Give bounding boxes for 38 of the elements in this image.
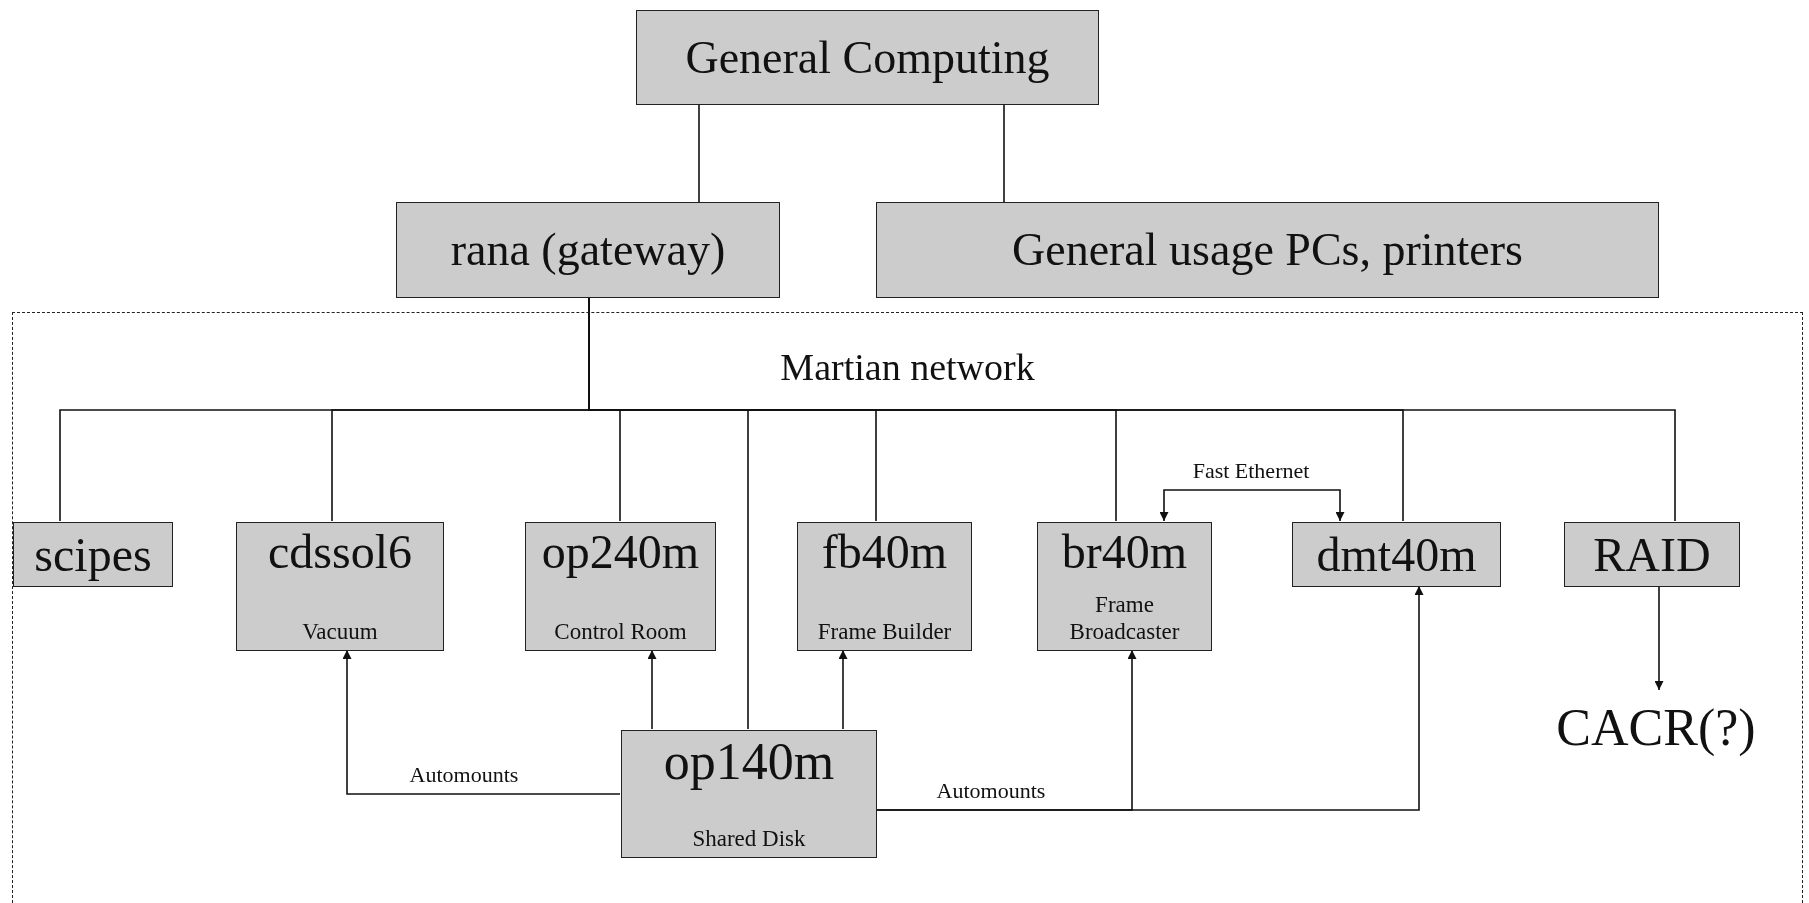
host-box xyxy=(876,202,1659,298)
host-name: General usage PCs, printers xyxy=(1012,223,1523,278)
host-role: Frame Broadcaster xyxy=(1068,590,1181,646)
arrow xyxy=(875,585,1424,811)
host-name: op240m xyxy=(541,524,700,580)
host-box xyxy=(236,522,444,651)
host-name: op140m xyxy=(663,732,835,792)
host-box xyxy=(1564,522,1740,587)
arrow xyxy=(647,649,657,730)
network-region xyxy=(12,312,1803,903)
connector-line xyxy=(1003,104,1005,203)
host-box xyxy=(13,522,173,587)
host-box xyxy=(797,522,972,651)
arrow xyxy=(1654,585,1664,691)
host-role: Frame Builder xyxy=(817,618,952,646)
host-name: General Computing xyxy=(685,30,1050,85)
host-box xyxy=(636,10,1099,105)
connector-line xyxy=(698,104,700,203)
host-name: RAID xyxy=(1593,526,1711,583)
host-name: fb40m xyxy=(821,524,948,580)
host-box xyxy=(396,202,780,298)
node-label: CACR(?) xyxy=(1546,691,1766,766)
arrow xyxy=(342,649,621,795)
host-role: Control Room xyxy=(554,618,687,646)
host-role: Shared Disk xyxy=(692,825,806,853)
host-box xyxy=(621,730,877,858)
arrow xyxy=(1159,489,1345,522)
host-box xyxy=(525,522,716,651)
host-name: dmt40m xyxy=(1316,526,1477,583)
host-role: Vacuum xyxy=(302,618,378,646)
host-name: cdssol6 xyxy=(268,524,412,580)
arrow xyxy=(838,649,848,730)
host-box xyxy=(1037,522,1212,651)
host-name: br40m xyxy=(1061,524,1188,580)
host-name: scipes xyxy=(34,526,152,583)
host-name: rana (gateway) xyxy=(450,223,726,278)
host-box xyxy=(1292,522,1501,587)
region-title: Martian network xyxy=(779,345,1036,389)
